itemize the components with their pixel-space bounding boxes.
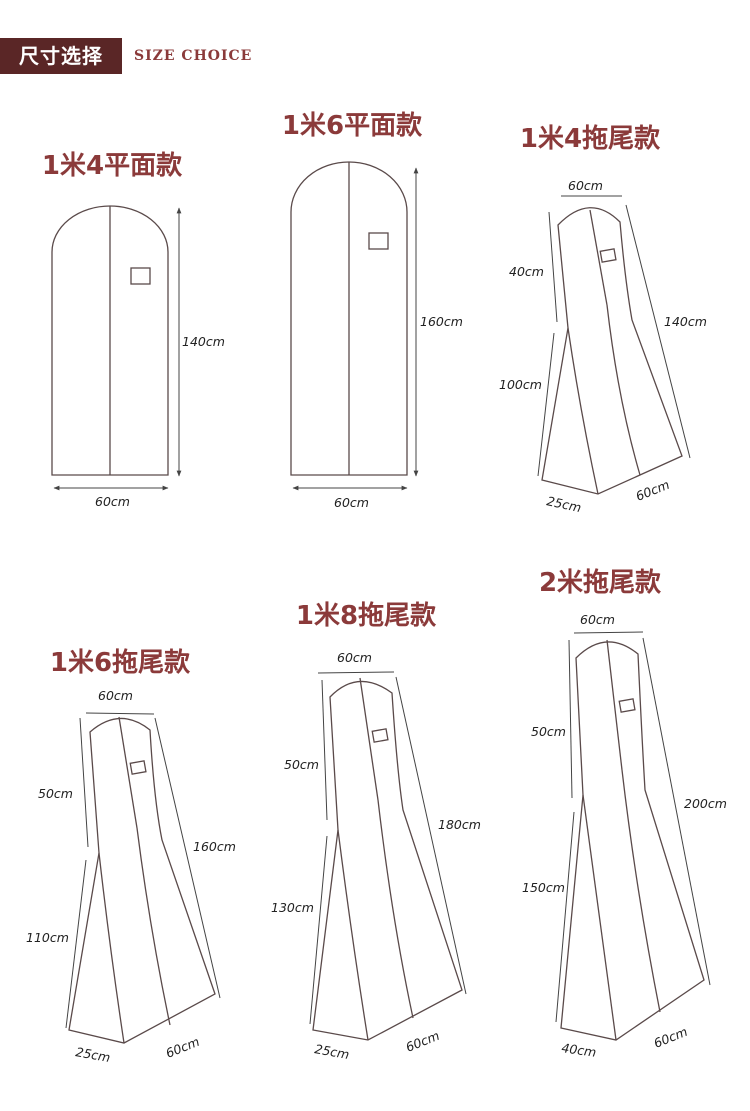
window-icon bbox=[130, 267, 151, 285]
side-width-label-5: 25cm bbox=[313, 1041, 350, 1062]
dimension-lines-6 bbox=[555, 631, 711, 1023]
product-title-4: 1米6拖尾款 bbox=[49, 648, 191, 678]
top-width-label-3: 60cm bbox=[568, 178, 603, 193]
dimension-lines-3 bbox=[537, 195, 691, 477]
top-width-label-4: 60cm bbox=[98, 688, 133, 703]
side-width-label-4: 25cm bbox=[74, 1044, 111, 1065]
total-length-label-3: 140cm bbox=[664, 314, 707, 329]
upper-length-label-3: 40cm bbox=[509, 264, 544, 279]
product-title-5: 1米8拖尾款 bbox=[295, 601, 437, 631]
total-length-label-5: 180cm bbox=[438, 817, 481, 832]
product-title-1: 1米4平面款 bbox=[41, 151, 183, 181]
total-length-label-4: 160cm bbox=[193, 839, 236, 854]
bottom-width-label-4: 60cm bbox=[164, 1034, 202, 1061]
lower-length-label-5: 130cm bbox=[271, 900, 314, 915]
window-icon bbox=[618, 698, 636, 713]
bottom-width-label-3: 60cm bbox=[634, 477, 672, 504]
garment-bag-train-180 bbox=[312, 677, 463, 1041]
dimension-lines-4 bbox=[65, 712, 221, 1029]
side-width-label-3: 25cm bbox=[545, 493, 582, 515]
side-width-label-6: 40cm bbox=[561, 1040, 598, 1060]
garment-bag-train-140 bbox=[541, 207, 683, 495]
bottom-width-label-6: 60cm bbox=[652, 1024, 690, 1051]
width-label-1: 60cm bbox=[95, 494, 130, 509]
height-label-2: 160cm bbox=[420, 314, 463, 329]
total-length-label-6: 200cm bbox=[684, 796, 727, 811]
product-title-6: 2米拖尾款 bbox=[538, 568, 662, 598]
garment-bag-train-200 bbox=[560, 639, 705, 1041]
height-label-1: 140cm bbox=[182, 334, 225, 349]
top-width-label-6: 60cm bbox=[580, 612, 615, 627]
upper-length-label-5: 50cm bbox=[284, 757, 319, 772]
product-title-2: 1米6平面款 bbox=[281, 111, 423, 141]
lower-length-label-3: 100cm bbox=[499, 377, 542, 392]
window-icon bbox=[371, 728, 389, 743]
dimension-lines-1 bbox=[53, 207, 182, 491]
upper-length-label-6: 50cm bbox=[531, 724, 566, 739]
garment-bag-flat-140 bbox=[51, 205, 169, 476]
header-subtitle: SIZE CHOICE bbox=[134, 48, 253, 64]
garment-bag-flat-160 bbox=[290, 161, 408, 476]
window-icon bbox=[599, 248, 617, 263]
lower-length-label-4: 110cm bbox=[26, 930, 69, 945]
dimension-lines-2 bbox=[292, 167, 419, 491]
upper-length-label-4: 50cm bbox=[38, 786, 73, 801]
width-label-2: 60cm bbox=[334, 495, 369, 510]
garment-bag-train-160 bbox=[68, 716, 216, 1044]
window-icon bbox=[368, 232, 389, 250]
product-title-3: 1米4拖尾款 bbox=[519, 124, 661, 154]
section-header: 尺寸选择 SIZE CHOICE bbox=[0, 38, 750, 74]
window-icon bbox=[129, 760, 147, 775]
bottom-width-label-5: 60cm bbox=[404, 1028, 442, 1055]
top-width-label-5: 60cm bbox=[337, 650, 372, 665]
dimension-lines-5 bbox=[309, 671, 467, 1025]
header-title-badge: 尺寸选择 bbox=[0, 38, 122, 74]
lower-length-label-6: 150cm bbox=[522, 880, 565, 895]
